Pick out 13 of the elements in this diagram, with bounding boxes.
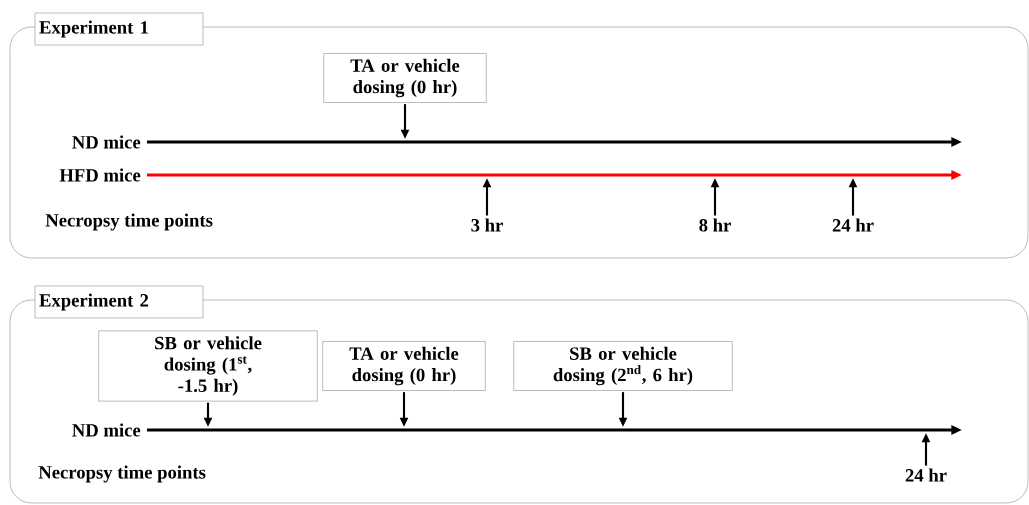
time-point-label: 24 hr	[905, 468, 947, 482]
time-point-label: 3 hr	[471, 218, 503, 232]
row-label: Necropsy time points	[38, 465, 206, 483]
time-point-label: 24 hr	[832, 218, 874, 232]
group-label: ND mice	[72, 423, 141, 437]
group-label: ND mice	[72, 135, 141, 149]
row-label: Necropsy time points	[45, 213, 213, 231]
group-label: HFD mice	[59, 168, 141, 182]
dosing-box: TA or vehicle dosing (0 hr)	[323, 53, 487, 103]
dosing-box: TA or vehicle dosing (0 hr)	[322, 341, 486, 391]
dosing-box: SB or vehicle dosing (1$^{st}$, -1.5 hr)	[98, 330, 318, 402]
time-point-label: 8 hr	[699, 218, 731, 232]
dosing-box: SB or vehicle dosing (2$^{nd}$, 6 hr)	[513, 341, 733, 391]
